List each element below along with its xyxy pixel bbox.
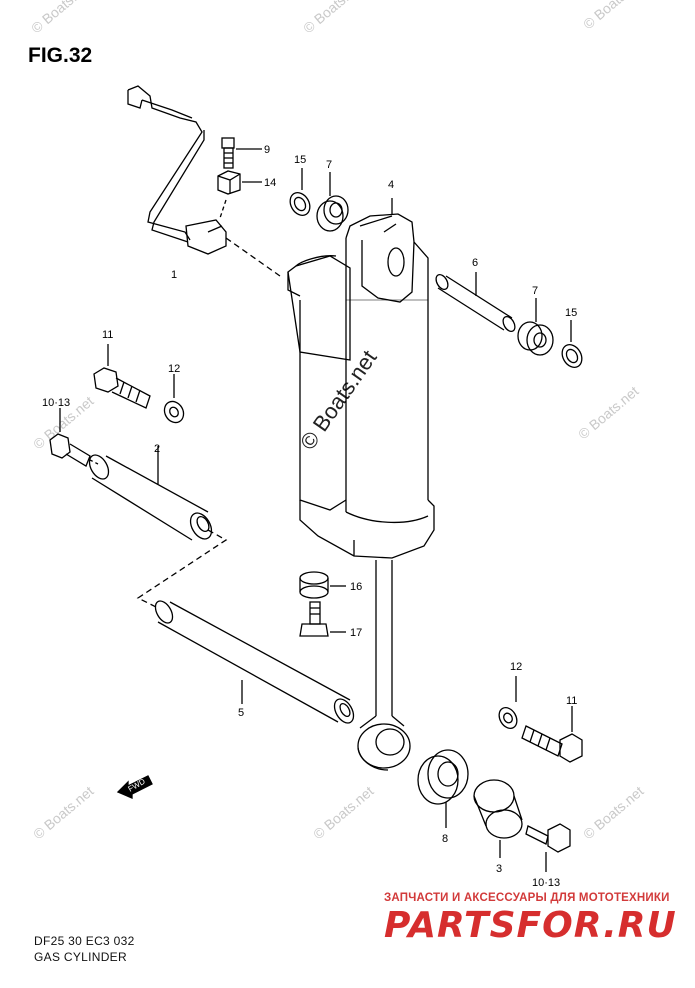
nut-14 bbox=[217, 170, 262, 195]
pipe-5 bbox=[154, 600, 355, 724]
spacer-3 bbox=[473, 779, 523, 858]
callout-7-right: 7 bbox=[532, 285, 538, 297]
callout-15-right: 15 bbox=[565, 307, 577, 319]
bolt-10-13-right bbox=[525, 823, 571, 872]
bushing-7-right bbox=[517, 298, 554, 356]
figure-title: FIG.32 bbox=[28, 44, 93, 67]
callout-10-13-right: 10·13 bbox=[532, 877, 560, 889]
bolt-10-13-left bbox=[49, 408, 99, 467]
pipe-2 bbox=[88, 446, 213, 541]
callout-11-left: 11 bbox=[102, 329, 113, 341]
shop-brand-logo: PARTSFOR.RU bbox=[384, 905, 677, 946]
callout-9: 9 bbox=[264, 144, 270, 156]
bushing-7-top bbox=[316, 172, 349, 232]
callout-10-13-left: 10·13 bbox=[42, 397, 70, 409]
callout-15-top: 15 bbox=[294, 154, 306, 166]
bracket-part bbox=[127, 85, 281, 277]
callout-12-left: 12 bbox=[168, 363, 180, 375]
callout-2: 2 bbox=[154, 443, 160, 455]
callout-12-right: 12 bbox=[510, 661, 522, 673]
callout-1: 1 bbox=[171, 269, 177, 281]
bolt-11-right bbox=[521, 706, 583, 763]
bushing-8 bbox=[417, 749, 469, 828]
bolt-17 bbox=[299, 601, 346, 637]
gas-cylinder bbox=[287, 198, 435, 559]
bolt-9 bbox=[221, 137, 262, 169]
diagram-code: DF25 30 EC3 032 bbox=[34, 934, 135, 948]
callout-14: 14 bbox=[264, 177, 276, 189]
piston-rod bbox=[357, 560, 411, 771]
shaft-6 bbox=[435, 272, 516, 333]
bolt-11-left bbox=[93, 344, 151, 409]
washer-12-right bbox=[498, 676, 518, 729]
spacer-16 bbox=[299, 571, 346, 599]
shop-subtitle: ЗАПЧАСТИ И АКСЕССУАРЫ ДЛЯ МОТОТЕХНИКИ bbox=[384, 892, 670, 904]
callout-5: 5 bbox=[238, 707, 244, 719]
callout-6: 6 bbox=[472, 257, 478, 269]
washer-15-top bbox=[289, 168, 311, 216]
callout-4: 4 bbox=[388, 179, 394, 191]
callout-16: 16 bbox=[350, 581, 362, 593]
washer-15-right bbox=[561, 320, 583, 368]
callout-17: 17 bbox=[350, 627, 362, 639]
callout-11-right: 11 bbox=[566, 695, 577, 707]
callout-3: 3 bbox=[496, 863, 502, 875]
callout-8: 8 bbox=[442, 833, 448, 845]
diagram-name: GAS CYLINDER bbox=[34, 950, 127, 964]
forward-arrow-icon bbox=[116, 775, 153, 799]
washer-12-left bbox=[163, 374, 185, 424]
callout-7-top: 7 bbox=[326, 159, 332, 171]
